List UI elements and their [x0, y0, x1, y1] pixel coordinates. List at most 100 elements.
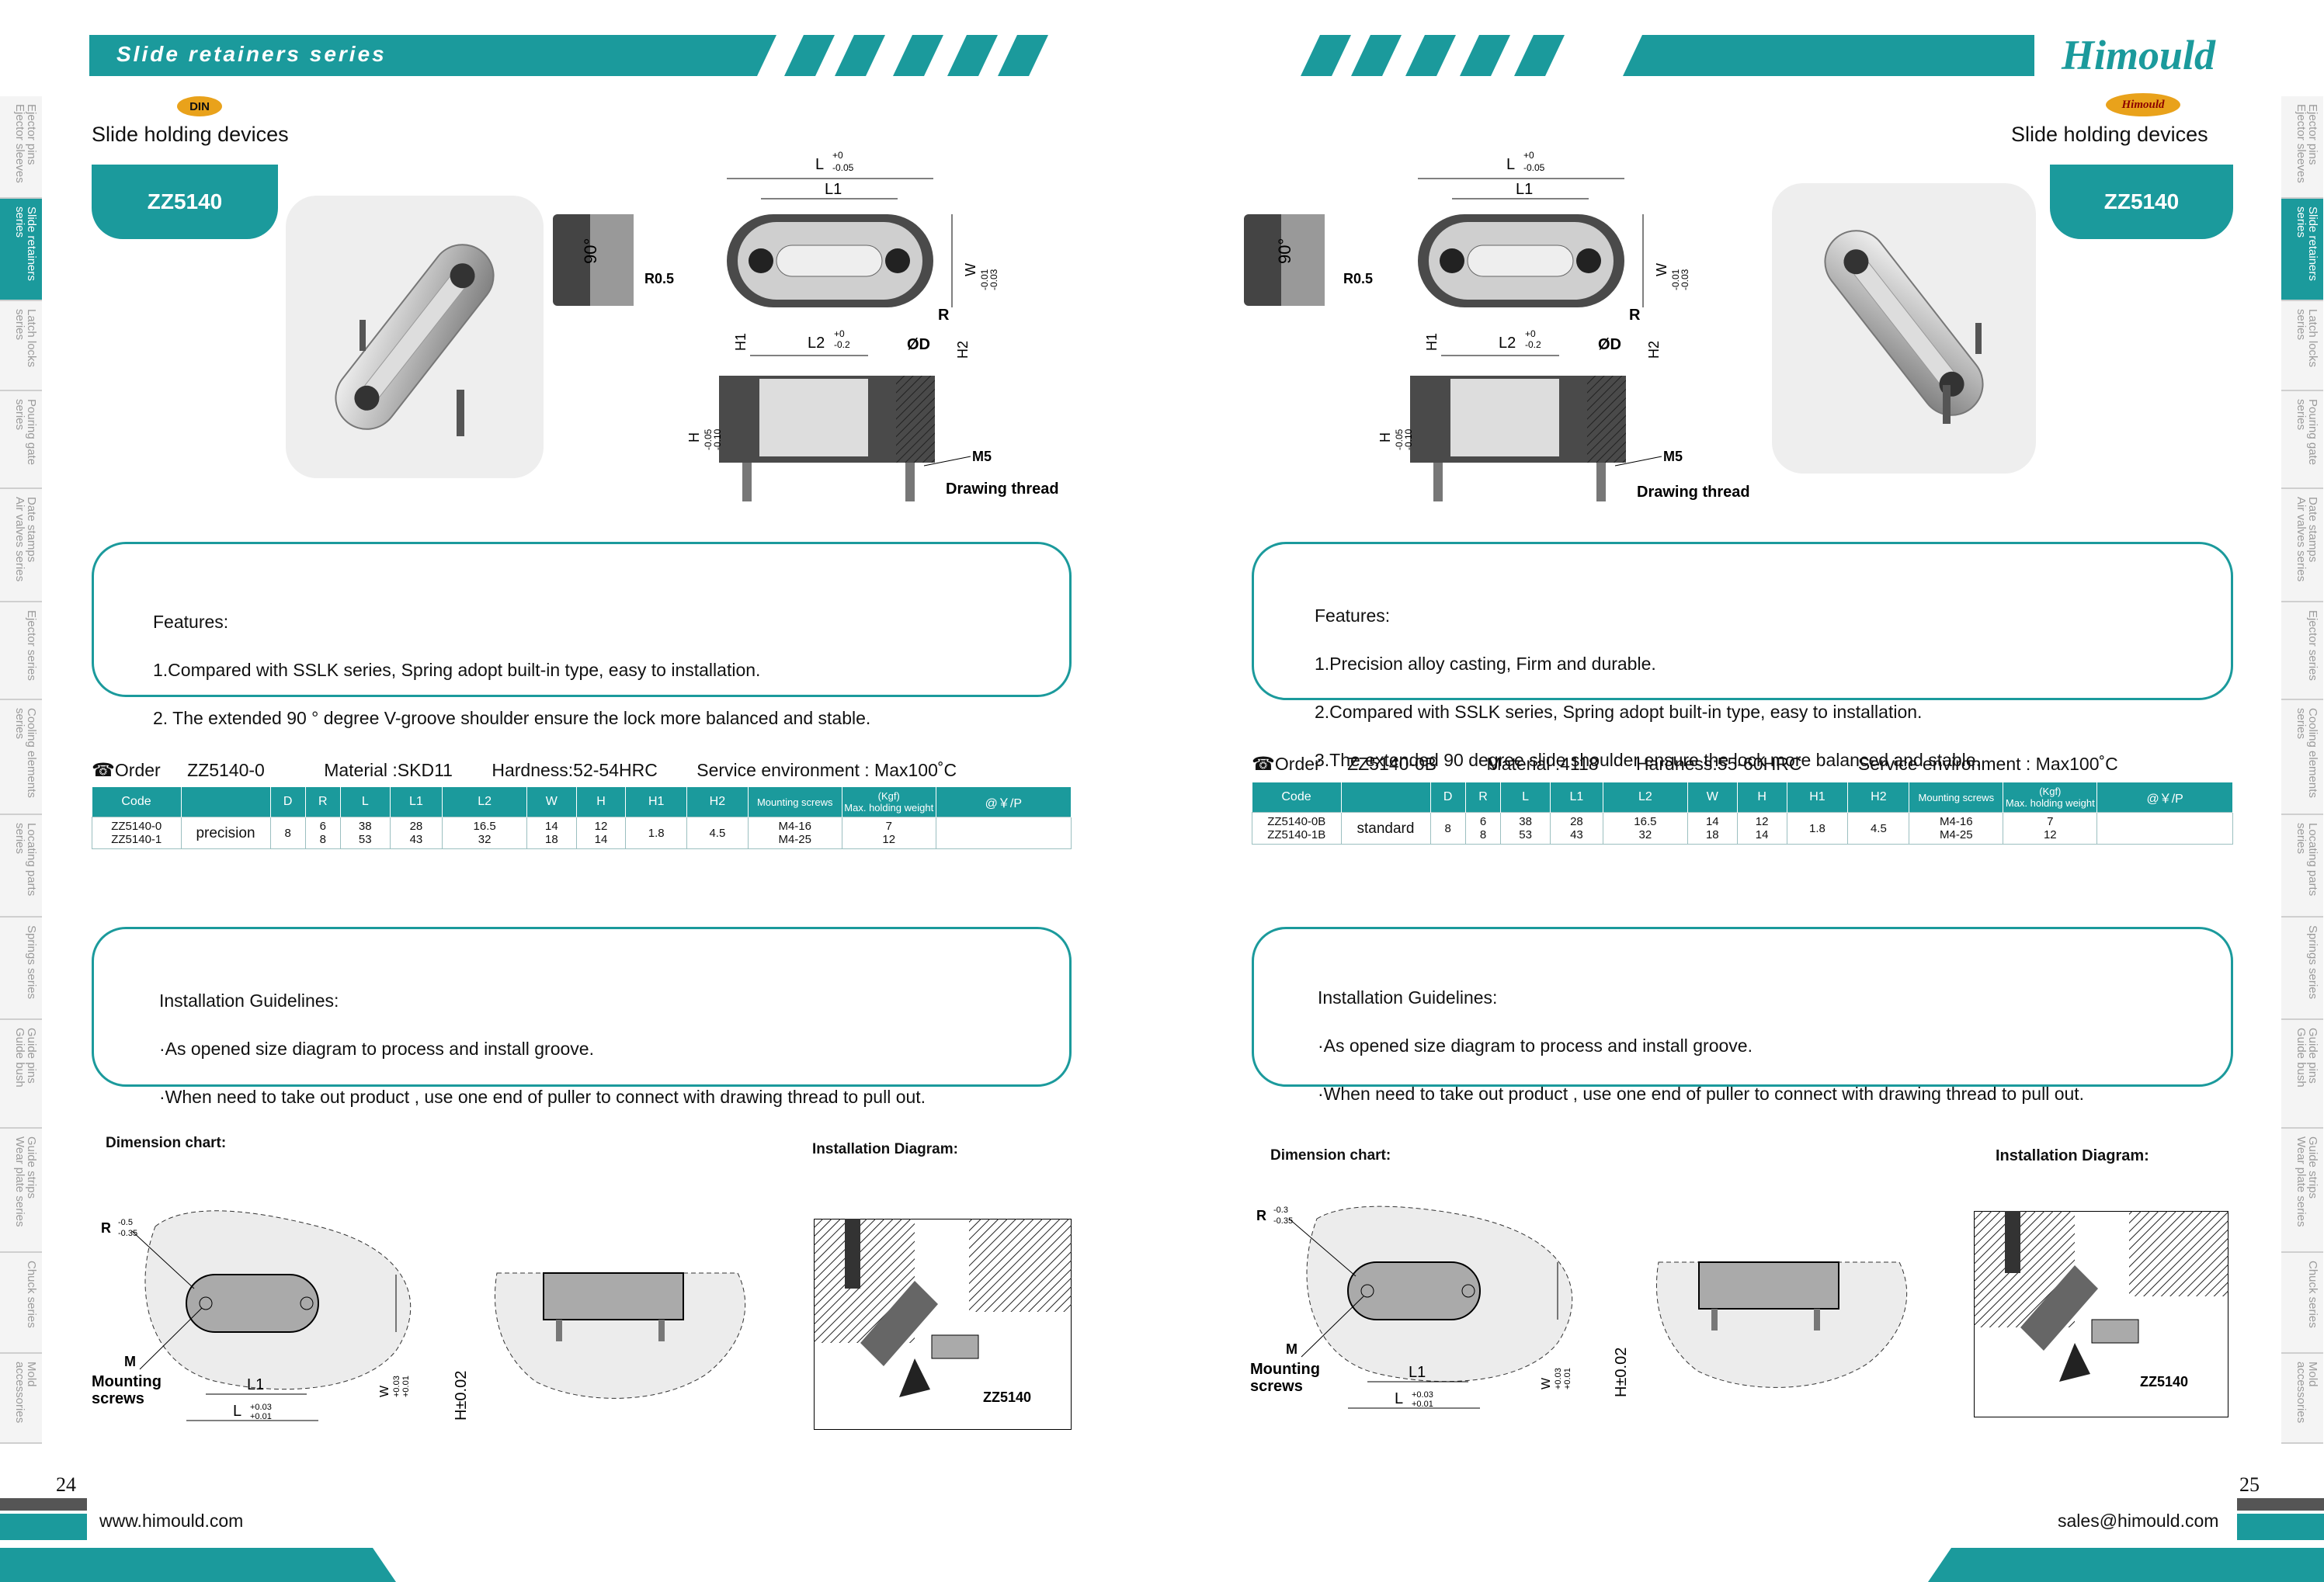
th-W-r: W	[1687, 782, 1738, 813]
cell-L2-r: 16.5 32	[1602, 812, 1688, 845]
cell-codes-r: ZZ5140-0B ZZ5140-1B	[1252, 812, 1342, 845]
phone-icon: ☎	[92, 760, 115, 781]
dim-chart-W-tol-bot: +0.01	[401, 1376, 411, 1397]
cell-codes: ZZ5140-0 ZZ5140-1	[92, 817, 182, 849]
sidetab-chuck-right[interactable]: Chuck series	[2281, 1253, 2323, 1354]
table-header-row: Code D R L L1 L2 W H H1 H2 Mounting scre…	[92, 787, 1072, 817]
dim-chart-W-tol-top: +0.03	[392, 1376, 401, 1397]
right-footer-email[interactable]: sales@himould.com	[2058, 1511, 2219, 1531]
table-row: ZZ5140-0 ZZ5140-1 precision 8 6 8 38 53 …	[92, 817, 1072, 849]
th-L1-r: L1	[1550, 782, 1603, 813]
th-W: W	[526, 787, 577, 817]
dim-H1: H1	[733, 333, 749, 351]
dim-L: L	[815, 156, 824, 173]
cell-D-r: 8	[1429, 812, 1466, 845]
install-title-r: Installation Guidelines:	[1318, 987, 1498, 1008]
slide-retainer-image	[335, 244, 495, 436]
order-env: Service environment : Max100˚C	[697, 760, 957, 780]
dim-H-r: H	[1377, 432, 1393, 442]
sidetab-ejector[interactable]: Ejector series	[0, 602, 42, 700]
sidetab-locating[interactable]: Locating parts series	[0, 815, 42, 918]
th-H1: H1	[625, 787, 688, 817]
drawing-thread-label-r: Drawing thread	[1637, 484, 1750, 501]
sidetab-cooling-right[interactable]: Cooling elements series	[2281, 700, 2323, 815]
sidetab-pouring-gate[interactable]: Pouring gate series	[0, 391, 42, 489]
sidetab-mold-accessories[interactable]: Mold accessories	[0, 1354, 42, 1444]
dim-chart-L-tol-top: +0.03	[250, 1403, 272, 1412]
sidetab-springs-right[interactable]: Springs series	[2281, 918, 2323, 1020]
dim-H-tol-top: -0.05	[703, 428, 714, 450]
cell-R: 6 8	[304, 817, 341, 849]
dim-chart-W-tol-top-r: +0.03	[1554, 1368, 1563, 1389]
sidetab-guide-strips-right[interactable]: Guide strips Wear plate series	[2281, 1129, 2323, 1253]
dim-chart-mounting-2: screws	[92, 1390, 144, 1407]
sidetab-ejector-pins[interactable]: Ejector pins Ejector sleeves	[0, 96, 42, 199]
right-dimension-chart-label: Dimension chart:	[1270, 1147, 1391, 1164]
sidetab-latch-locks[interactable]: Latch locks series	[0, 301, 42, 391]
sidetab-latch-locks-right[interactable]: Latch locks series	[2281, 301, 2323, 391]
install-2-r: ·When need to take out product , use one…	[1318, 1084, 2085, 1104]
features-title: Features:	[153, 612, 229, 632]
sidetab-springs[interactable]: Springs series	[0, 918, 42, 1020]
din-badge-label: DIN	[189, 99, 210, 113]
sidetab-locating-right[interactable]: Locating parts series	[2281, 815, 2323, 918]
install-title: Installation Guidelines:	[159, 990, 339, 1011]
right-dimension-chart: R -0.3 -0.35 M Mounting screws L1 L +0.0…	[1250, 1206, 1908, 1409]
din-badge: DIN	[177, 96, 222, 116]
th-code-r: Code	[1252, 782, 1342, 813]
right-footer-bars	[1928, 1498, 2324, 1582]
sidetab-guide-strips[interactable]: Guide strips Wear plate series	[0, 1129, 42, 1253]
th-L1: L1	[390, 787, 443, 817]
dim-W-r: W	[1654, 263, 1669, 276]
left-dimension-chart-label: Dimension chart:	[106, 1135, 227, 1151]
th-H: H	[576, 787, 627, 817]
sidetab-ejector-right[interactable]: Ejector series	[2281, 602, 2323, 700]
th-weight: (Kgf) Max. holding weight	[842, 787, 936, 817]
order-label: Order	[114, 760, 161, 780]
sidetab-date-stamps[interactable]: Date stamps Air valves series	[0, 489, 42, 602]
sidetab-slide-retainers[interactable]: Slide retainers series	[0, 199, 42, 301]
right-install-diagram: ZZ5140	[1974, 1211, 2228, 1417]
th-code: Code	[92, 787, 182, 817]
left-install-diagram: ZZ5140	[814, 1219, 1072, 1430]
sidetab-mold-accessories-right[interactable]: Mold accessories	[2281, 1354, 2323, 1444]
sidetab-slide-retainers-right[interactable]: Slide retainers series	[2281, 199, 2323, 301]
header-bar: Slide retainers series Himould	[0, 0, 2324, 78]
dim-H: H	[686, 432, 702, 442]
sidetab-ejector-pins-right[interactable]: Ejector pins Ejector sleeves	[2281, 96, 2323, 199]
th-H-r: H	[1737, 782, 1787, 813]
cell-D: 8	[269, 817, 306, 849]
cell-H: 12 14	[575, 817, 627, 849]
dim-chart-L-tol-top-r: +0.03	[1412, 1390, 1433, 1400]
dim-chart-mounting-1: Mounting	[92, 1373, 162, 1390]
sidetab-guide-pins[interactable]: Guide pins Guide bush	[0, 1020, 42, 1129]
dim-W-tol-top-r: -0.01	[1670, 269, 1681, 290]
dim-chart-L-tol-bot: +0.01	[250, 1412, 272, 1421]
sidetab-pouring-gate-right[interactable]: Pouring gate series	[2281, 391, 2323, 489]
dim-chart-L1: L1	[247, 1376, 264, 1393]
left-footer-url[interactable]: www.himould.com	[99, 1511, 244, 1531]
cell-screws-r: M4-16 M4-25	[1909, 812, 2004, 845]
order-env-r: Service environment : Max100˚C	[1857, 754, 2118, 774]
th-screws-r: Mounting screws	[1909, 782, 2004, 813]
dim-L2-r: L2	[1499, 335, 1516, 352]
dim-L1-r: L1	[1516, 181, 1533, 198]
dim-L2-tol-top-r: +0	[1525, 328, 1536, 339]
install-zz-label-r: ZZ5140	[2140, 1374, 2188, 1389]
dim-chart-M: M	[124, 1354, 136, 1369]
cell-price	[935, 817, 1072, 849]
order-material-r: Material :4118	[1486, 754, 1599, 774]
order-label-r: Order	[1274, 754, 1321, 774]
th-H1-r: H1	[1787, 782, 1849, 813]
left-technical-drawing: 90° R0.5 L +0 -0.05 L1 W -0.01 -0.03 R L…	[553, 150, 1059, 501]
th-type-r	[1341, 782, 1431, 813]
sidetab-cooling[interactable]: Cooling elements series	[0, 700, 42, 815]
sidetab-date-stamps-right[interactable]: Date stamps Air valves series	[2281, 489, 2323, 602]
sidetab-chuck[interactable]: Chuck series	[0, 1253, 42, 1354]
th-L2-r: L2	[1603, 782, 1688, 813]
sidetab-guide-pins-right[interactable]: Guide pins Guide bush	[2281, 1020, 2323, 1129]
th-weight-r: (Kgf) Max. holding weight	[2003, 782, 2098, 813]
dim-L-tol-bot: -0.05	[832, 162, 854, 173]
th-price: @￥/P	[936, 787, 1072, 817]
install-2: ·When need to take out product , use one…	[159, 1087, 926, 1107]
